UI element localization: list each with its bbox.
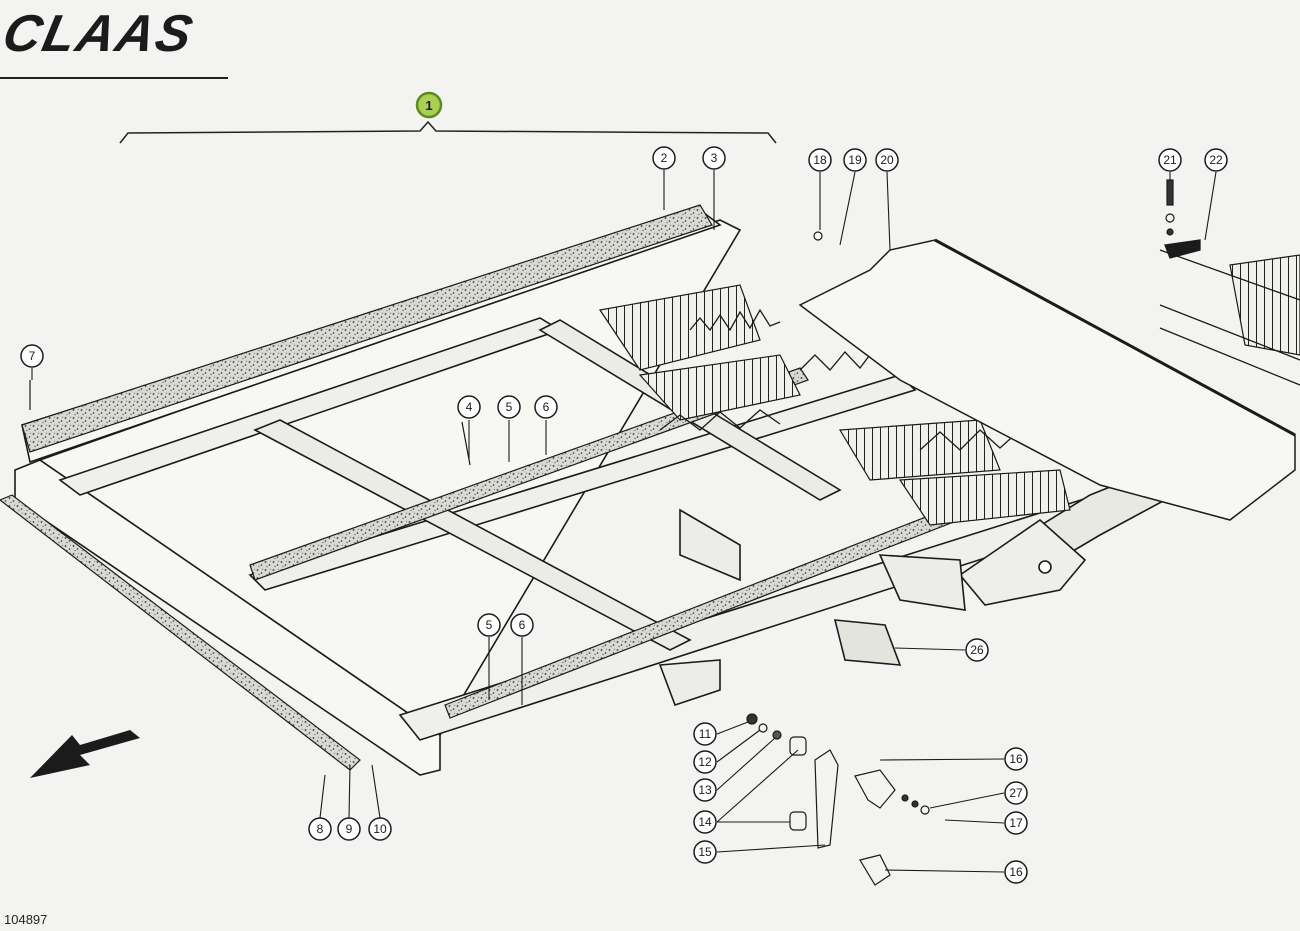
svg-text:21: 21 <box>1163 153 1177 167</box>
callout-22[interactable]: 22 <box>1204 148 1228 172</box>
svg-text:8: 8 <box>317 822 324 836</box>
cover-plate <box>798 238 1296 521</box>
callout-6-upper[interactable]: 6 <box>534 395 558 419</box>
svg-text:2: 2 <box>661 151 668 165</box>
sieve-panels <box>598 254 1300 526</box>
callout-20[interactable]: 20 <box>875 148 899 172</box>
callout-16-upper[interactable]: 16 <box>1004 747 1028 771</box>
svg-text:10: 10 <box>373 822 387 836</box>
callout-10[interactable]: 10 <box>368 817 392 841</box>
svg-text:26: 26 <box>970 643 984 657</box>
callout-12[interactable]: 12 <box>693 750 717 774</box>
callout-27[interactable]: 27 <box>1004 781 1028 805</box>
svg-text:14: 14 <box>698 815 712 829</box>
rear-sieve-frame <box>1159 239 1300 386</box>
callout-21[interactable]: 21 <box>1158 148 1182 172</box>
svg-text:4: 4 <box>466 400 473 414</box>
callout-9[interactable]: 9 <box>337 817 361 841</box>
svg-text:11: 11 <box>699 727 712 741</box>
callout-26[interactable]: 26 <box>965 638 989 662</box>
svg-text:1: 1 <box>425 98 432 113</box>
svg-text:18: 18 <box>813 153 827 167</box>
callout-19[interactable]: 19 <box>843 148 867 172</box>
svg-text:22: 22 <box>1209 153 1223 167</box>
callout-markers: 1 2 3 4 5 6 5 6 7 8 9 10 11 12 13 14 15 … <box>20 91 1228 884</box>
svg-text:13: 13 <box>698 783 712 797</box>
svg-text:6: 6 <box>543 400 550 414</box>
callout-13[interactable]: 13 <box>693 778 717 802</box>
callout-2[interactable]: 2 <box>652 146 676 170</box>
callout-1[interactable]: 1 <box>415 91 443 119</box>
svg-text:17: 17 <box>1009 816 1023 830</box>
callout-5-lower[interactable]: 5 <box>477 613 501 637</box>
svg-text:9: 9 <box>346 822 353 836</box>
callout-4[interactable]: 4 <box>457 395 481 419</box>
logo-underline <box>0 77 228 79</box>
callout-8[interactable]: 8 <box>308 817 332 841</box>
svg-text:5: 5 <box>486 618 493 632</box>
svg-text:12: 12 <box>698 755 712 769</box>
svg-text:16: 16 <box>1009 865 1023 879</box>
svg-text:5: 5 <box>506 400 513 414</box>
drawing-number: 104897 <box>4 912 48 927</box>
comb-teeth <box>659 308 1056 451</box>
svg-text:3: 3 <box>711 151 718 165</box>
svg-text:6: 6 <box>519 618 526 632</box>
callout-7[interactable]: 7 <box>20 344 44 368</box>
assembly-bracket <box>119 120 777 144</box>
callout-14[interactable]: 14 <box>693 810 717 834</box>
callout-11[interactable]: 11 <box>693 722 717 746</box>
callout-5-upper[interactable]: 5 <box>497 395 521 419</box>
callout-15[interactable]: 15 <box>693 840 717 864</box>
callout-17[interactable]: 17 <box>1004 811 1028 835</box>
callout-6-lower[interactable]: 6 <box>510 613 534 637</box>
callout-3[interactable]: 3 <box>702 146 726 170</box>
direction-arrow <box>30 730 140 778</box>
svg-text:16: 16 <box>1009 752 1023 766</box>
svg-text:15: 15 <box>698 845 712 859</box>
svg-text:19: 19 <box>848 153 862 167</box>
callout-16-lower[interactable]: 16 <box>1004 860 1028 884</box>
hardware-parts <box>29 179 1175 886</box>
leader-lines <box>31 170 1217 873</box>
callout-18[interactable]: 18 <box>808 148 832 172</box>
svg-text:20: 20 <box>880 153 894 167</box>
svg-text:7: 7 <box>29 349 36 363</box>
svg-text:27: 27 <box>1009 786 1023 800</box>
